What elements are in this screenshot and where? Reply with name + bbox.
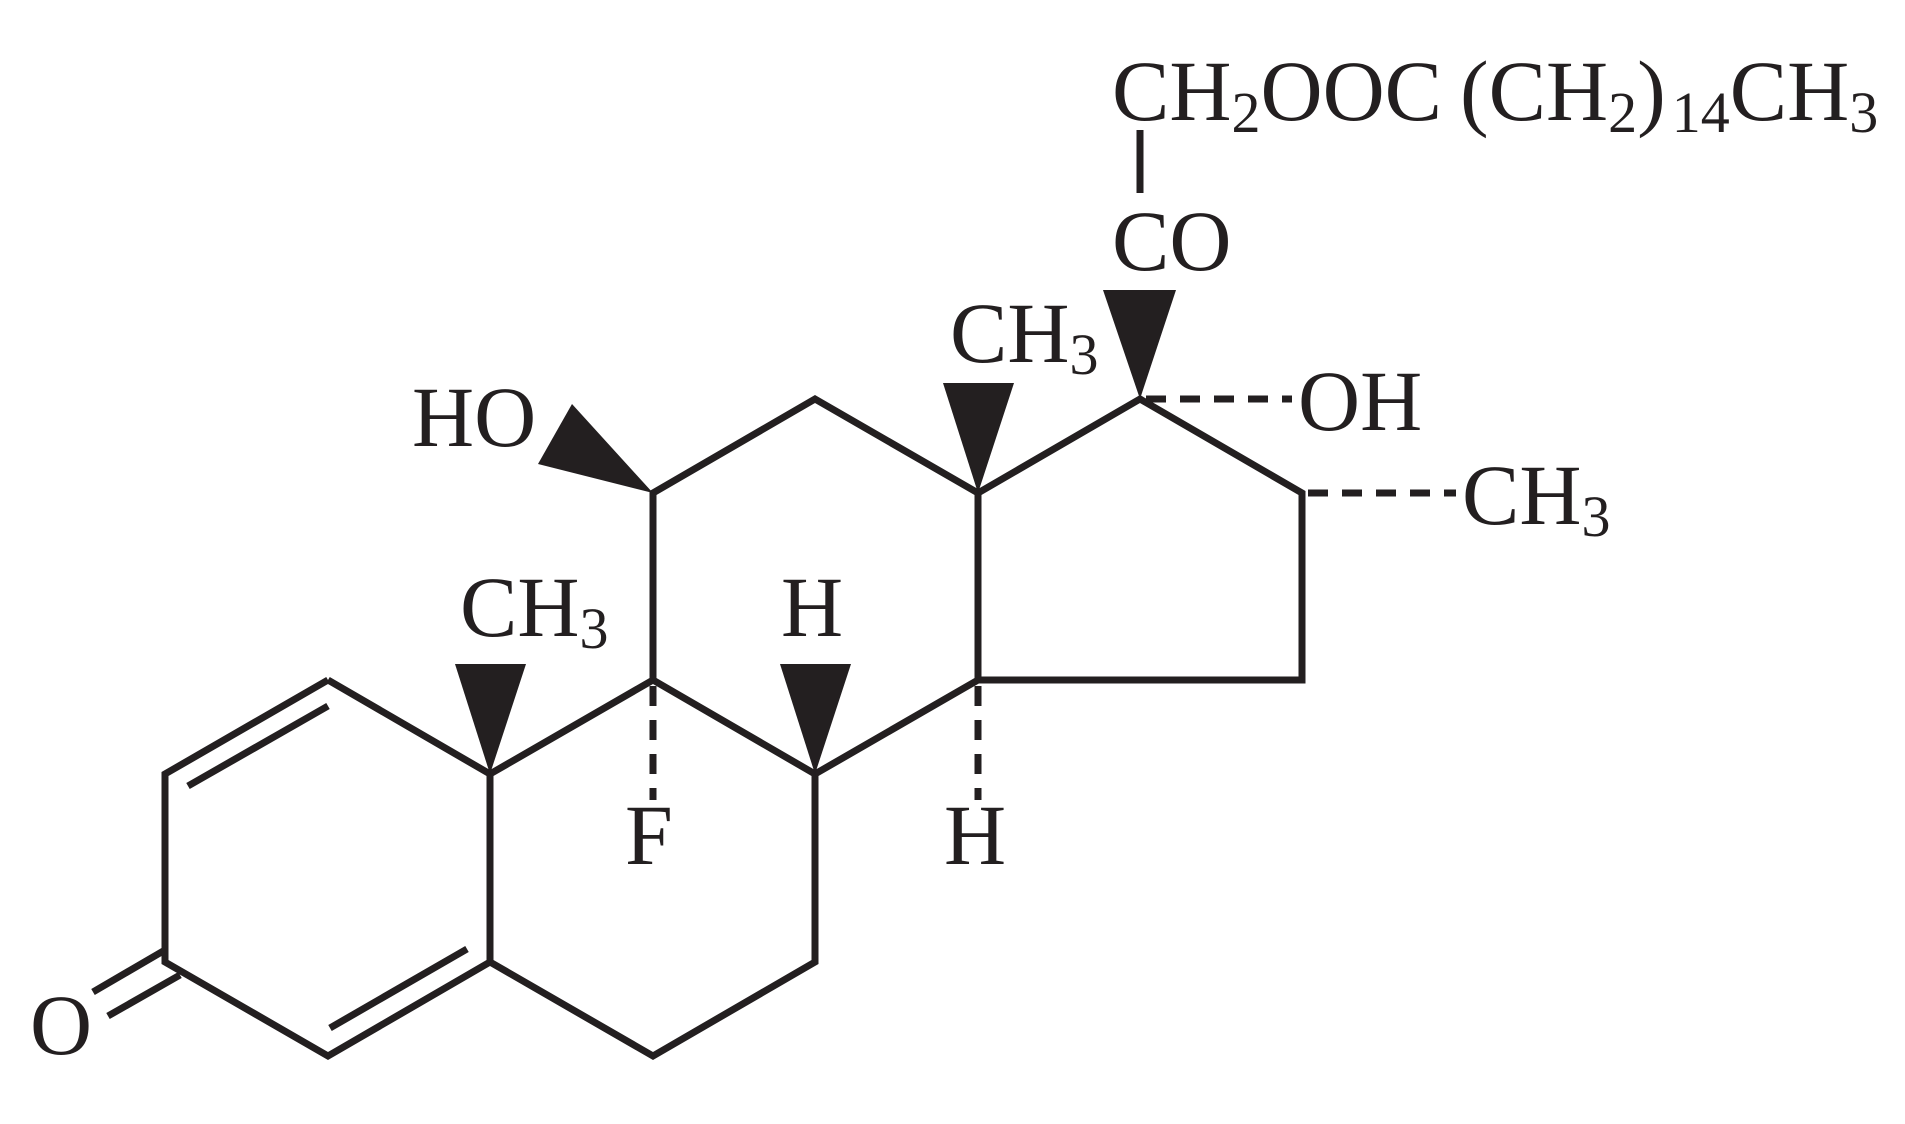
wedge-c11-hydroxyl bbox=[538, 404, 653, 493]
ring-b-bonds bbox=[488, 675, 819, 1061]
ketone-double-bond-2 bbox=[106, 971, 182, 1020]
hydroxyl-c11-label: HO bbox=[412, 369, 536, 465]
hydrogen-c8-label: H bbox=[781, 559, 843, 655]
ester-side-chain-label: CH2OOC(CH2)14CH3 bbox=[1112, 43, 1878, 145]
hydroxyl-c17-label: OH bbox=[1298, 353, 1422, 449]
wedge-c10-methyl bbox=[455, 664, 526, 774]
hydrogen-c14-label: H bbox=[944, 787, 1006, 883]
wedge-c13-methyl bbox=[943, 383, 1014, 493]
ring-c-bonds bbox=[649, 394, 982, 778]
wedge-c17-carbonyl bbox=[1103, 290, 1176, 399]
ketone-oxygen-label: O bbox=[30, 977, 92, 1073]
fluorine-c9-label: F bbox=[625, 787, 673, 883]
ring-d-bonds bbox=[976, 394, 1306, 684]
methyl-c10-label: CH3 bbox=[460, 559, 608, 661]
methyl-c16-label: CH3 bbox=[1462, 447, 1610, 549]
methyl-c13-label: CH3 bbox=[950, 285, 1098, 387]
wedge-c8-hydrogen bbox=[780, 664, 851, 774]
ring-a-double-bond-c4-c5 bbox=[328, 945, 469, 1032]
ring-a-double-bond-c1-c2 bbox=[186, 702, 330, 790]
carbonyl-label: CO bbox=[1112, 193, 1231, 289]
ring-a-bonds bbox=[161, 676, 494, 1061]
ketone-double-bond-1 bbox=[91, 946, 167, 996]
